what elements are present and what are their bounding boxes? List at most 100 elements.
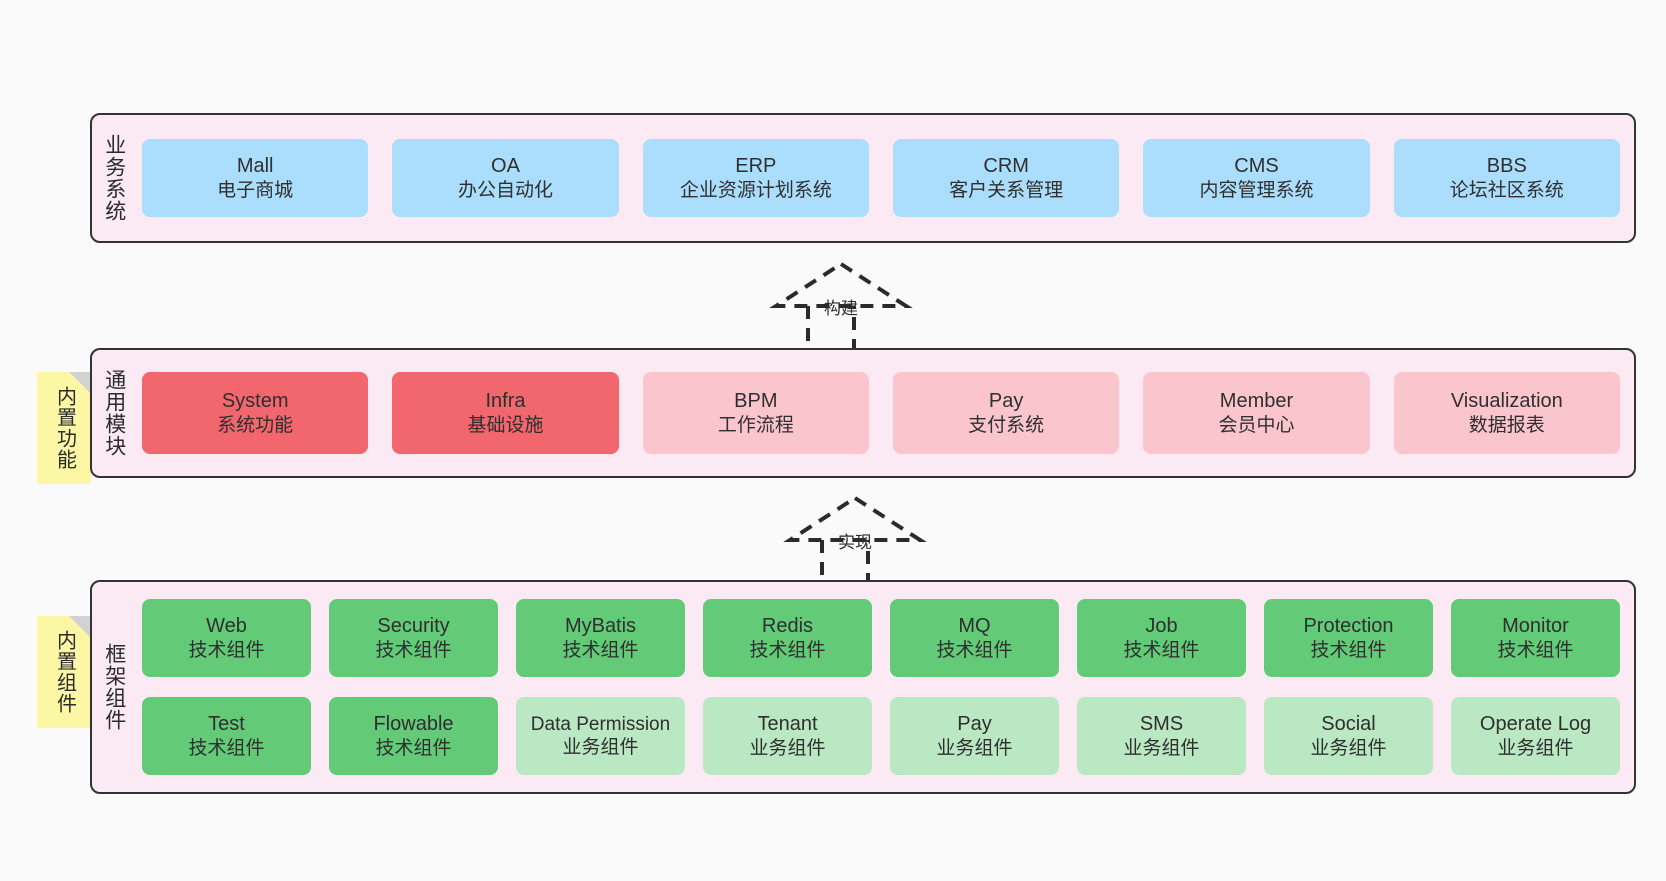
card-title-cn: 业务组件 xyxy=(562,737,639,758)
card-title-cn: 系统功能 xyxy=(217,414,294,436)
card-monitor[interactable]: Monitor 技术组件 xyxy=(1451,599,1620,677)
card-tenant[interactable]: Tenant 业务组件 xyxy=(703,697,872,775)
card-visualization[interactable]: Visualization 数据报表 xyxy=(1393,372,1620,454)
card-title-cn: 技术组件 xyxy=(375,737,452,759)
layer-framework-component: 框架组件 Web 技术组件 Security 技术组件 MyBatis 技术组件… xyxy=(90,580,1636,794)
card-bbs[interactable]: BBS 论坛社区系统 xyxy=(1393,139,1620,217)
card-mybatis[interactable]: MyBatis 技术组件 xyxy=(516,599,685,677)
card-pay[interactable]: Pay 支付系统 xyxy=(892,372,1120,454)
card-title-cn: 支付系统 xyxy=(968,414,1045,436)
card-title-cn: 技术组件 xyxy=(936,639,1013,661)
card-title-en: Redis xyxy=(761,615,814,638)
card-system[interactable]: System 系统功能 xyxy=(142,372,369,454)
card-title-en: Visualization xyxy=(1450,390,1563,413)
card-data-permission[interactable]: Data Permission 业务组件 xyxy=(516,697,685,775)
card-title-en: Monitor xyxy=(1502,615,1569,638)
card-title-en: Pay xyxy=(957,713,992,736)
card-test[interactable]: Test 技术组件 xyxy=(142,697,311,775)
card-title-cn: 技术组件 xyxy=(562,639,639,661)
card-row: System 系统功能 Infra 基础设施 BPM 工作流程 Pay 支付系统… xyxy=(142,372,1620,454)
card-mq[interactable]: MQ 技术组件 xyxy=(890,599,1059,677)
card-mall[interactable]: Mall 电子商城 xyxy=(142,139,369,217)
card-title-cn: 技术组件 xyxy=(1310,639,1387,661)
card-title-cn: 办公自动化 xyxy=(457,179,553,201)
note-fold-corner-icon xyxy=(69,372,91,394)
card-title-en: Test xyxy=(208,713,245,736)
card-member[interactable]: Member 会员中心 xyxy=(1143,372,1370,454)
card-sms[interactable]: SMS 业务组件 xyxy=(1077,697,1246,775)
layer-body-common-module: System 系统功能 Infra 基础设施 BPM 工作流程 Pay 支付系统… xyxy=(136,350,1634,476)
card-title-cn: 技术组件 xyxy=(1497,639,1574,661)
card-title-en: Protection xyxy=(1303,615,1394,638)
card-cms[interactable]: CMS 内容管理系统 xyxy=(1143,139,1370,217)
card-title-en: Infra xyxy=(485,390,526,413)
card-flowable[interactable]: Flowable 技术组件 xyxy=(329,697,498,775)
card-row: Test 技术组件 Flowable 技术组件 Data Permission … xyxy=(142,697,1620,775)
card-operate-log[interactable]: Operate Log 业务组件 xyxy=(1451,697,1620,775)
card-title-cn: 技术组件 xyxy=(188,639,265,661)
connector-implement: 实现 xyxy=(775,492,935,587)
card-title-en: Job xyxy=(1145,615,1178,638)
card-title-cn: 数据报表 xyxy=(1468,414,1545,436)
card-title-en: MQ xyxy=(958,615,991,638)
layer-title-business-system: 业务系统 xyxy=(102,134,126,222)
card-title-cn: 业务组件 xyxy=(936,737,1013,759)
card-title-en: SMS xyxy=(1139,713,1184,736)
layer-title-common-module: 通用模块 xyxy=(102,369,126,457)
card-title-en: System xyxy=(221,390,289,413)
card-bpm[interactable]: BPM 工作流程 xyxy=(642,372,869,454)
card-title-en: BBS xyxy=(1486,155,1527,178)
card-title-en: OA xyxy=(491,155,520,178)
card-title-cn: 客户关系管理 xyxy=(949,179,1064,201)
card-title-en: Mall xyxy=(236,155,274,178)
sticky-note-builtin-component: 内置组件 xyxy=(37,616,91,728)
card-oa[interactable]: OA 办公自动化 xyxy=(392,139,619,217)
card-title-cn: 论坛社区系统 xyxy=(1449,179,1564,201)
card-title-cn: 工作流程 xyxy=(717,414,794,436)
card-title-cn: 技术组件 xyxy=(188,737,265,759)
card-title-en: CMS xyxy=(1234,155,1279,178)
card-title-en: Flowable xyxy=(373,713,454,736)
card-row: Mall 电子商城 OA 办公自动化 ERP 企业资源计划系统 CRM 客户关系… xyxy=(142,139,1620,217)
card-erp[interactable]: ERP 企业资源计划系统 xyxy=(642,139,869,217)
card-security[interactable]: Security 技术组件 xyxy=(329,599,498,677)
card-title-en: MyBatis xyxy=(564,615,637,638)
card-pay-business[interactable]: Pay 业务组件 xyxy=(890,697,1059,775)
card-redis[interactable]: Redis 技术组件 xyxy=(703,599,872,677)
card-title-en: Operate Log xyxy=(1479,713,1592,736)
connector-build: 构建 xyxy=(761,258,921,353)
sticky-note-text: 内置功能 xyxy=(53,386,76,470)
card-title-cn: 业务组件 xyxy=(749,737,826,759)
sticky-note-builtin-function: 内置功能 xyxy=(37,372,91,484)
card-protection[interactable]: Protection 技术组件 xyxy=(1264,599,1433,677)
layer-business-system: 业务系统 Mall 电子商城 OA 办公自动化 ERP 企业资源计划系统 CRM… xyxy=(90,113,1636,243)
card-infra[interactable]: Infra 基础设施 xyxy=(392,372,619,454)
card-web[interactable]: Web 技术组件 xyxy=(142,599,311,677)
card-title-cn: 技术组件 xyxy=(1123,639,1200,661)
note-fold-corner-icon xyxy=(69,616,91,638)
card-title-cn: 会员中心 xyxy=(1218,414,1295,436)
card-title-en: Pay xyxy=(988,390,1024,413)
card-social[interactable]: Social 业务组件 xyxy=(1264,697,1433,775)
card-title-cn: 内容管理系统 xyxy=(1199,179,1314,201)
card-job[interactable]: Job 技术组件 xyxy=(1077,599,1246,677)
card-title-cn: 基础设施 xyxy=(467,414,544,436)
card-title-en: Security xyxy=(377,615,450,638)
card-title-en: CRM xyxy=(983,155,1029,178)
card-title-en: ERP xyxy=(735,155,777,178)
card-title-cn: 技术组件 xyxy=(749,639,826,661)
card-title-en: Tenant xyxy=(757,713,818,736)
card-crm[interactable]: CRM 客户关系管理 xyxy=(892,139,1120,217)
layer-body-framework-component: Web 技术组件 Security 技术组件 MyBatis 技术组件 Redi… xyxy=(136,582,1634,792)
card-title-cn: 业务组件 xyxy=(1310,737,1387,759)
card-title-cn: 业务组件 xyxy=(1497,737,1574,759)
connector-label-build: 构建 xyxy=(824,299,858,318)
card-title-cn: 电子商城 xyxy=(217,179,294,201)
card-title-en: Social xyxy=(1321,713,1376,736)
card-title-en: Data Permission xyxy=(530,713,671,735)
card-row: Web 技术组件 Security 技术组件 MyBatis 技术组件 Redi… xyxy=(142,599,1620,677)
connector-label-implement: 实现 xyxy=(838,533,872,552)
layer-common-module: 通用模块 System 系统功能 Infra 基础设施 BPM 工作流程 Pay… xyxy=(90,348,1636,478)
card-title-cn: 业务组件 xyxy=(1123,737,1200,759)
